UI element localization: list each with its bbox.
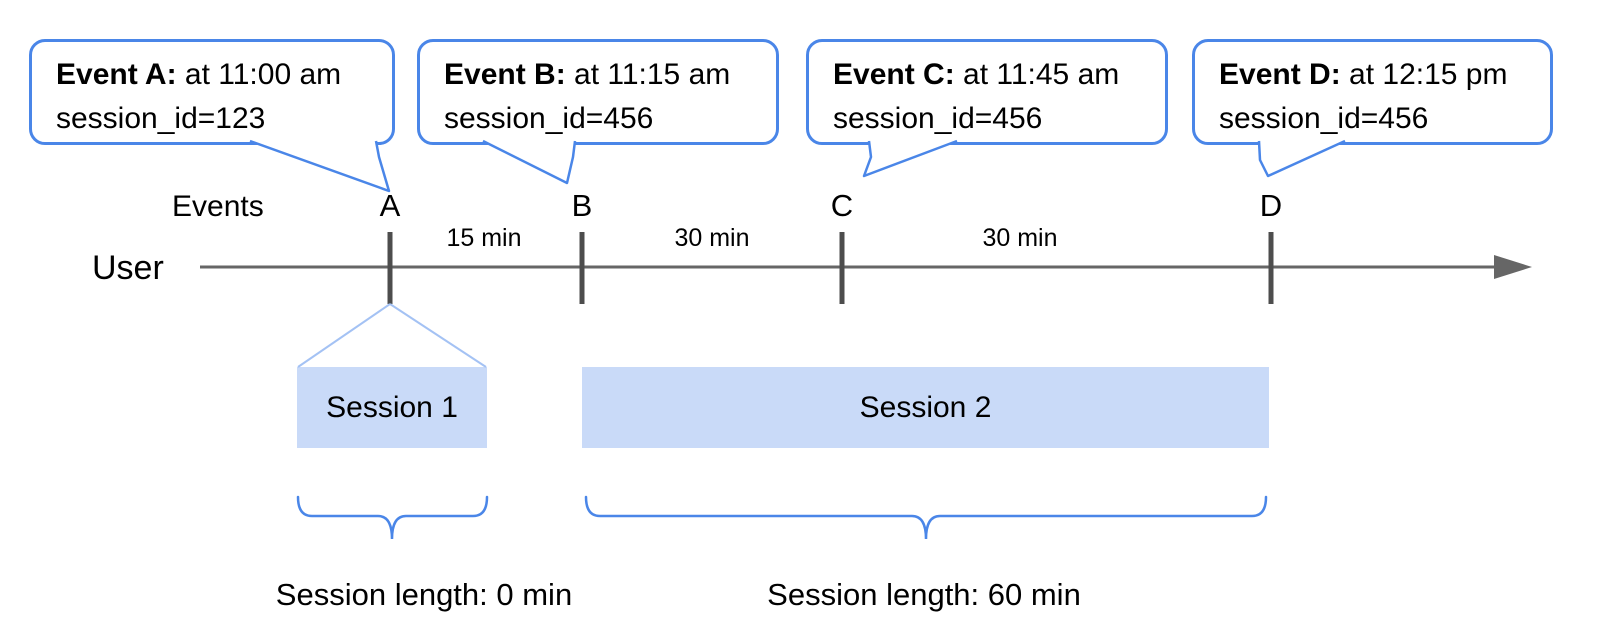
event-d-callout: Event D: at 12:15 pm session_id=456 [1192,39,1553,145]
event-d-callout-tail [1257,139,1346,178]
event-b-callout-session-id: session_id=456 [444,102,654,135]
interval-a-b-label: 15 min [446,224,522,252]
timeline-arrowhead-icon [1494,255,1532,279]
event-b-label: B [571,188,593,223]
event-d-callout-session-id: session_id=456 [1219,102,1429,135]
interval-b-c-label: 30 min [674,224,750,252]
event-d-callout-title: Event D: [1219,58,1341,91]
session-1-length-label: Session length: 0 min [275,577,573,612]
event-a-callout-tail [249,139,391,193]
session-2-label: Session 2 [859,390,992,424]
event-a-callout-session-id: session_id=123 [56,102,266,135]
user-axis-label: User [92,249,164,287]
session-1-brace [296,495,489,540]
event-b-callout-title: Event B: [444,58,566,91]
session-1-funnel-right-line [389,303,487,368]
event-a-callout-title: Event A: [56,58,177,91]
event-b-callout: Event B: at 11:15 am session_id=456 [417,39,779,145]
event-c-callout-time: at 11:45 am [963,58,1120,91]
event-c-callout-session-id: session_id=456 [833,102,1043,135]
event-b-callout-time: at 11:15 am [574,58,731,91]
event-c-label: C [830,188,854,223]
event-b-callout-tail [482,139,577,185]
session-1-funnel-left-line [297,303,391,368]
session-2-length-label: Session length: 60 min [767,577,1081,612]
event-a-callout: Event A: at 11:00 am session_id=123 [29,39,395,145]
event-a-callout-time: at 11:00 am [184,58,342,91]
session-2-box: Session 2 [582,367,1269,448]
event-d-label: D [1259,188,1283,223]
session-1-label: Session 1 [326,390,458,424]
event-c-callout: Event C: at 11:45 am session_id=456 [806,39,1168,145]
interval-c-d-label: 30 min [982,224,1058,252]
event-c-callout-tail [862,139,958,178]
events-axis-label: Events [172,190,264,223]
event-c-callout-title: Event C: [833,58,955,91]
event-a-label: A [379,188,401,223]
session-1-box: Session 1 [297,367,487,448]
event-d-callout-time: at 12:15 pm [1349,58,1508,91]
session-2-brace [584,495,1268,540]
